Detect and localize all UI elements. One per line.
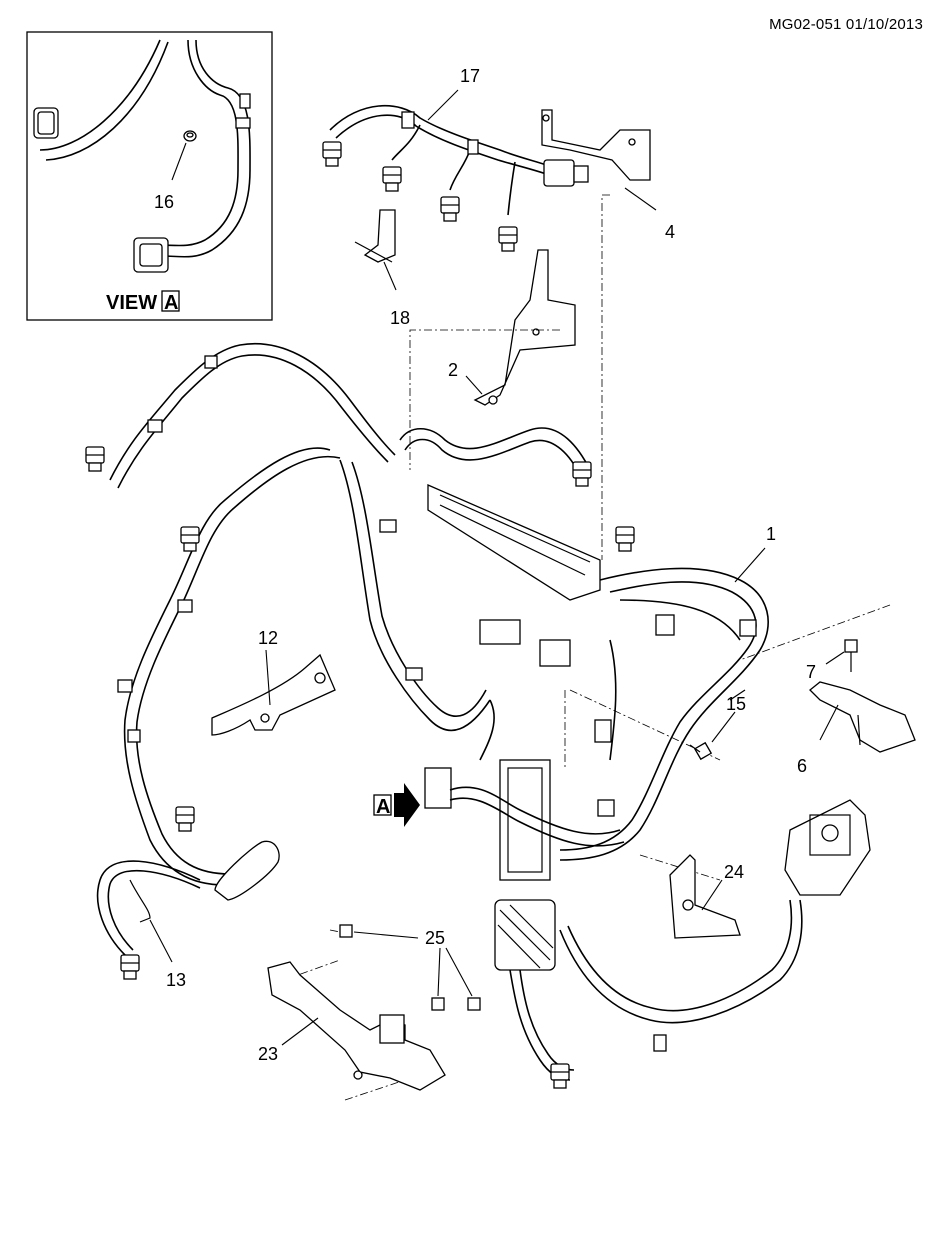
bottom-connector bbox=[494, 899, 556, 971]
callout-1: 1 bbox=[766, 524, 776, 544]
inset-connector-left bbox=[33, 107, 59, 139]
clip-12: 12 bbox=[211, 628, 336, 736]
view-a-letter-box bbox=[161, 290, 180, 312]
inset-frame bbox=[26, 31, 273, 321]
cover-boot bbox=[214, 840, 280, 901]
grommet-16 bbox=[183, 130, 197, 142]
fuse-box-connector bbox=[784, 799, 871, 896]
bolt-7: 7 bbox=[806, 639, 858, 682]
injector-harness-17: 17 4 18 bbox=[322, 66, 675, 328]
callout-2: 2 bbox=[448, 360, 458, 380]
callout-15: 15 bbox=[726, 694, 746, 714]
callout-7: 7 bbox=[806, 662, 816, 682]
callout-23: 23 bbox=[258, 1044, 278, 1064]
bracket-18 bbox=[354, 209, 396, 263]
view-a-letter: A bbox=[164, 292, 178, 314]
rail-block bbox=[427, 484, 601, 601]
central-connector-cluster bbox=[424, 619, 615, 881]
connector-4 bbox=[543, 159, 589, 187]
bracket-2: 2 bbox=[448, 249, 576, 406]
view-a-inset: 16 VIEW A bbox=[26, 31, 273, 321]
bolts-25: 25 bbox=[339, 924, 481, 1011]
callout-16: 16 bbox=[154, 192, 174, 212]
inset-connector-bottom bbox=[133, 237, 169, 273]
callout-4: 4 bbox=[665, 222, 675, 242]
callout-6: 6 bbox=[797, 756, 807, 776]
bracket-24: 24 bbox=[669, 854, 744, 939]
callout-12: 12 bbox=[258, 628, 278, 648]
bracket-23: 23 bbox=[258, 961, 446, 1091]
bracket-6: 6 bbox=[797, 681, 916, 776]
callout-25: 25 bbox=[425, 928, 445, 948]
bracket-4 bbox=[541, 109, 651, 181]
callout-24: 24 bbox=[724, 862, 744, 882]
callout-18: 18 bbox=[390, 308, 410, 328]
drawing-code: MG02-051 01/10/2013 bbox=[769, 16, 923, 33]
main-harness-1: 13 1 bbox=[85, 343, 871, 1089]
view-a-title: VIEW bbox=[106, 292, 157, 314]
callout-13: 13 bbox=[166, 970, 186, 990]
view-a-arrow: A bbox=[373, 783, 420, 827]
reference-lines bbox=[269, 194, 891, 1101]
bolt-15: 15 bbox=[689, 694, 746, 761]
callout-17: 17 bbox=[460, 66, 480, 86]
arrow-a-letter: A bbox=[376, 796, 390, 818]
